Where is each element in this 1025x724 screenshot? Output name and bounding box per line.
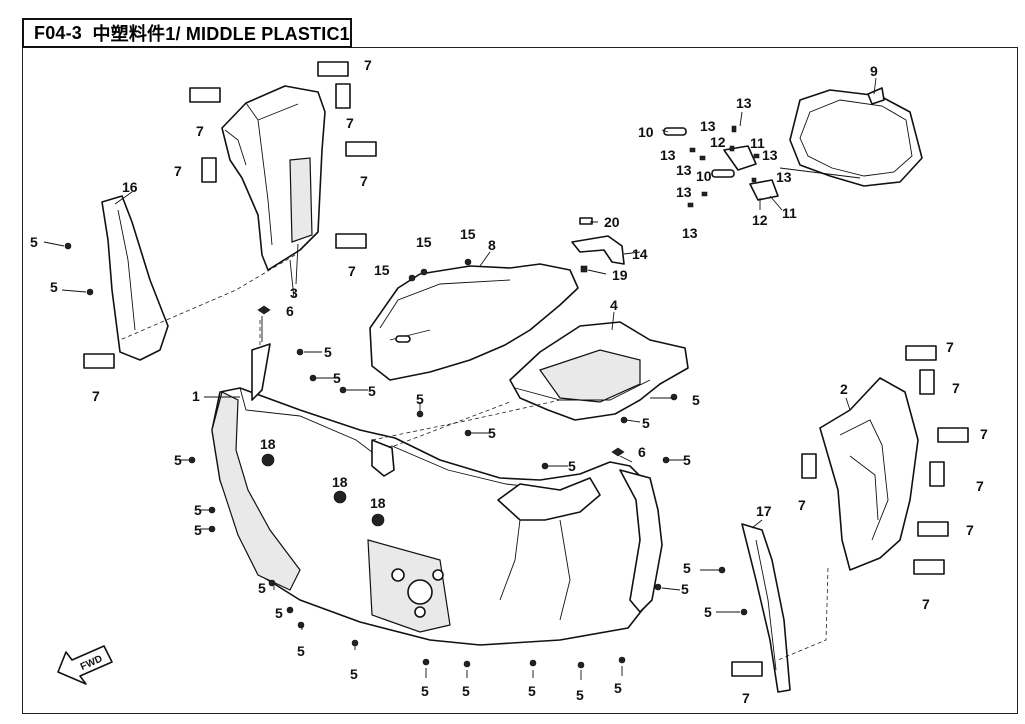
callout-13-h: 13 — [682, 225, 698, 241]
fwd-arrow-icon: FWD — [57, 645, 113, 685]
callout-labels: 1 2 3 4 6 6 8 9 10 10 11 11 12 12 13 13 … — [30, 57, 988, 706]
callout-5-h: 5 — [568, 458, 576, 474]
part-14-bracket — [571, 217, 625, 273]
callout-5-v: 5 — [681, 581, 689, 597]
callout-7-f: 7 — [348, 263, 356, 279]
callout-5-z: 5 — [642, 415, 650, 431]
callout-17: 17 — [756, 503, 772, 519]
callout-7-i: 7 — [952, 380, 960, 396]
callout-4: 4 — [610, 297, 618, 313]
callout-5-o: 5 — [297, 643, 305, 659]
callout-6-right: 6 — [638, 444, 646, 460]
callout-7-c: 7 — [360, 173, 368, 189]
callout-13-c: 13 — [660, 147, 676, 163]
callout-11-top: 11 — [750, 135, 765, 151]
callout-18-c: 18 — [370, 495, 386, 511]
callout-7-e: 7 — [174, 163, 182, 179]
callout-5-m: 5 — [258, 580, 266, 596]
callout-5-s: 5 — [528, 683, 536, 699]
part-4-storage-tray — [509, 321, 689, 421]
leader-lines — [43, 77, 877, 680]
callout-7-n: 7 — [798, 497, 806, 513]
callout-7-l: 7 — [966, 522, 974, 538]
screws — [64, 242, 748, 669]
callout-5-t: 5 — [576, 687, 584, 703]
callout-13-f: 13 — [776, 169, 792, 185]
assembly-lines — [119, 254, 829, 661]
callout-7-d: 7 — [196, 123, 204, 139]
callout-13-d: 13 — [676, 162, 692, 178]
part-3-left-upper-panel — [221, 85, 326, 271]
callout-3: 3 — [290, 285, 298, 301]
callout-9: 9 — [870, 63, 878, 79]
fastener-clips-7 — [83, 61, 969, 677]
callout-11-bottom: 11 — [782, 205, 797, 221]
callout-20: 20 — [604, 214, 620, 230]
callout-5-n: 5 — [275, 605, 283, 621]
callout-15-c: 15 — [374, 262, 390, 278]
callout-15-a: 15 — [416, 234, 432, 250]
parts-10-13-hinge-assembly — [663, 125, 779, 208]
callout-5-j: 5 — [174, 452, 182, 468]
callout-5-p: 5 — [350, 666, 358, 682]
part-16-left-strip — [101, 195, 169, 361]
title-name: 中塑料件1/ MIDDLE PLASTIC1 — [92, 24, 350, 44]
callout-15-b: 15 — [460, 226, 476, 242]
callout-13-e: 13 — [762, 147, 778, 163]
callout-10-bottom: 10 — [696, 168, 712, 184]
part-2-right-panel — [819, 377, 919, 571]
callout-6-left: 6 — [286, 303, 294, 319]
callout-13-b: 13 — [700, 118, 716, 134]
callout-7-m: 7 — [922, 596, 930, 612]
callout-5-b: 5 — [50, 279, 58, 295]
part-9-frame-panel — [779, 87, 923, 187]
callout-14: 14 — [632, 246, 648, 262]
callout-7-a: 7 — [364, 57, 372, 73]
diagram-frame — [22, 47, 1018, 714]
callout-12-top: 12 — [710, 134, 726, 150]
diagram-title: F04-3 中塑料件1/ MIDDLE PLASTIC1 — [22, 18, 352, 48]
callout-5-a: 5 — [30, 234, 38, 250]
callout-5-k: 5 — [194, 502, 202, 518]
callout-7-g: 7 — [92, 388, 100, 404]
callout-18-b: 18 — [332, 474, 348, 490]
callout-5-g: 5 — [488, 425, 496, 441]
callout-5-l: 5 — [194, 522, 202, 538]
callout-2: 2 — [840, 381, 848, 397]
callout-7-o: 7 — [742, 690, 750, 706]
callout-5-d: 5 — [333, 370, 341, 386]
title-code: F04-3 — [34, 22, 83, 43]
callout-13-a: 13 — [736, 95, 752, 111]
callout-5-w: 5 — [683, 560, 691, 576]
callout-18-a: 18 — [260, 436, 276, 452]
callout-5-r: 5 — [462, 683, 470, 699]
callout-5-i: 5 — [683, 452, 691, 468]
callout-5-y: 5 — [692, 392, 700, 408]
callout-19: 19 — [612, 267, 628, 283]
callout-5-q: 5 — [421, 683, 429, 699]
part-17-right-strip — [741, 523, 791, 693]
part-1-main-panel — [211, 343, 663, 646]
callout-10-top: 10 — [638, 124, 654, 140]
callout-5-u: 5 — [614, 680, 622, 696]
callout-5-f: 5 — [416, 391, 424, 407]
callout-5-c: 5 — [324, 344, 332, 360]
callout-1: 1 — [192, 388, 200, 404]
callout-13-g: 13 — [676, 184, 692, 200]
callout-16: 16 — [122, 179, 138, 195]
callout-7-k: 7 — [976, 478, 984, 494]
callout-7-j: 7 — [980, 426, 988, 442]
callout-7-b: 7 — [346, 115, 354, 131]
callout-8: 8 — [488, 237, 496, 253]
part-8-seat — [369, 263, 579, 381]
callout-7-h: 7 — [946, 339, 954, 355]
callout-5-x: 5 — [704, 604, 712, 620]
callout-12-bottom: 12 — [752, 212, 768, 228]
callout-5-e: 5 — [368, 383, 376, 399]
